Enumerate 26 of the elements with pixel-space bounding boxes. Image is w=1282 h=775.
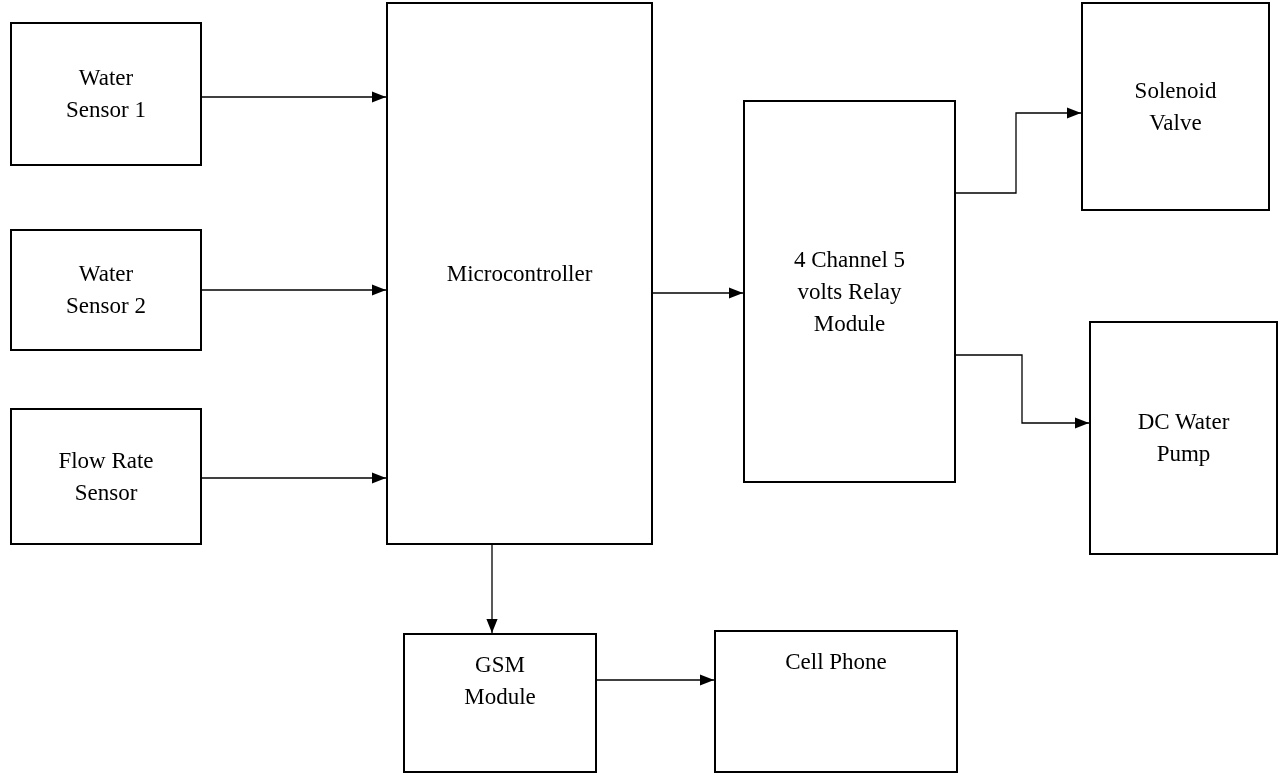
block-box	[714, 630, 958, 773]
block-box	[386, 2, 653, 545]
block-box	[743, 100, 956, 483]
arrow	[201, 284, 387, 296]
arrow	[201, 91, 387, 103]
block-label: Flow Rate Sensor	[57, 446, 155, 507]
block-label: GSM Module	[463, 651, 537, 711]
block-label: Microcontroller	[446, 259, 593, 288]
block-box	[10, 229, 202, 351]
block-box	[10, 408, 202, 545]
arrow	[955, 354, 1090, 429]
block-label: 4 Channel 5 volts Relay Module	[792, 245, 907, 338]
block-label: Cell Phone	[785, 648, 887, 676]
arrow	[652, 287, 744, 299]
block-box	[10, 22, 202, 166]
arrow	[596, 674, 715, 686]
block-box	[1089, 321, 1278, 555]
arrow	[486, 544, 498, 634]
arrow	[201, 472, 387, 484]
block-label: Solenoid Valve	[1133, 76, 1218, 137]
block-box	[1081, 2, 1270, 211]
block-label: DC Water Pump	[1136, 408, 1231, 468]
block-label: Water Sensor 2	[65, 260, 147, 320]
arrow	[955, 107, 1082, 194]
block-label: Water Sensor 1	[65, 64, 147, 124]
block-box	[403, 633, 597, 773]
